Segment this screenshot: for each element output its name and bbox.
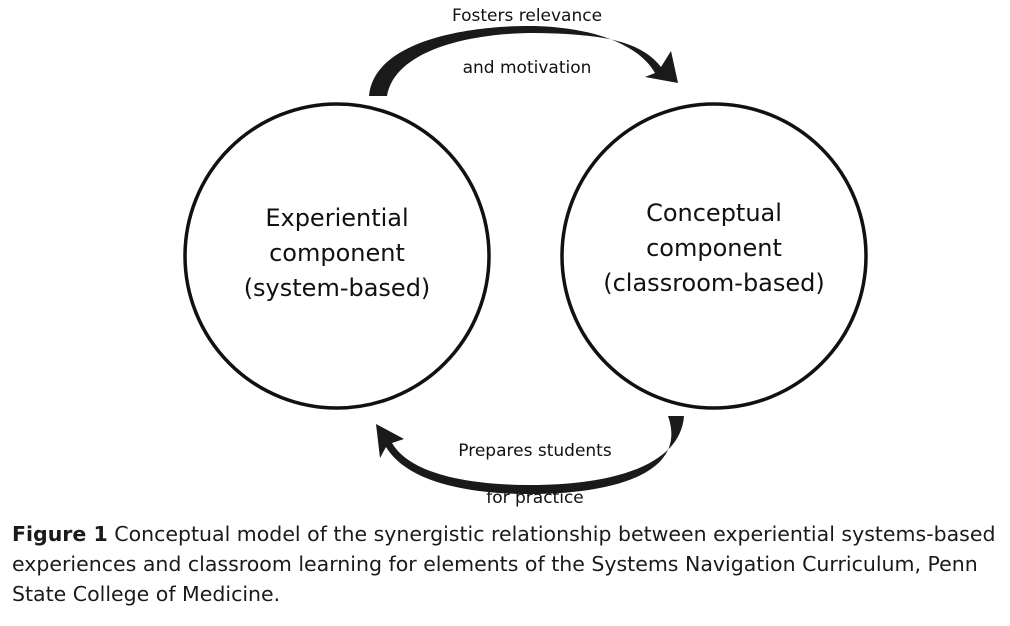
edge-bottom-label-line-2: for practice (486, 488, 584, 508)
node-experiential-label-line-2: component (269, 239, 405, 267)
node-conceptual: Conceptual component (classroom-based) (560, 102, 868, 410)
node-conceptual-circle (560, 102, 868, 410)
concept-diagram: Experiential component (system-based) Co… (183, 6, 868, 508)
node-conceptual-label-line-2: component (646, 234, 782, 262)
figure-caption-label: Figure 1 (12, 522, 108, 546)
node-conceptual-label-line-1: Conceptual (646, 199, 782, 227)
edge-top-arrow (369, 25, 678, 96)
node-experiential-circle (183, 102, 491, 410)
node-experiential: Experiential component (system-based) (183, 102, 491, 410)
edge-top-label-line-2: and motivation (463, 58, 592, 78)
edge-top: Fosters relevance and motivation (369, 6, 678, 96)
figure-caption-text: Conceptual model of the synergistic rela… (12, 522, 996, 606)
edge-bottom-label-line-1: Prepares students (458, 441, 612, 461)
node-experiential-label-line-3: (system-based) (244, 274, 431, 302)
edge-top-label-line-1: Fosters relevance (452, 6, 602, 26)
figure-caption: Figure 1 Conceptual model of the synergi… (12, 519, 1002, 609)
node-conceptual-label-line-3: (classroom-based) (603, 269, 825, 297)
edge-bottom: Prepares students for practice (376, 416, 684, 508)
node-experiential-label-line-1: Experiential (265, 204, 408, 232)
